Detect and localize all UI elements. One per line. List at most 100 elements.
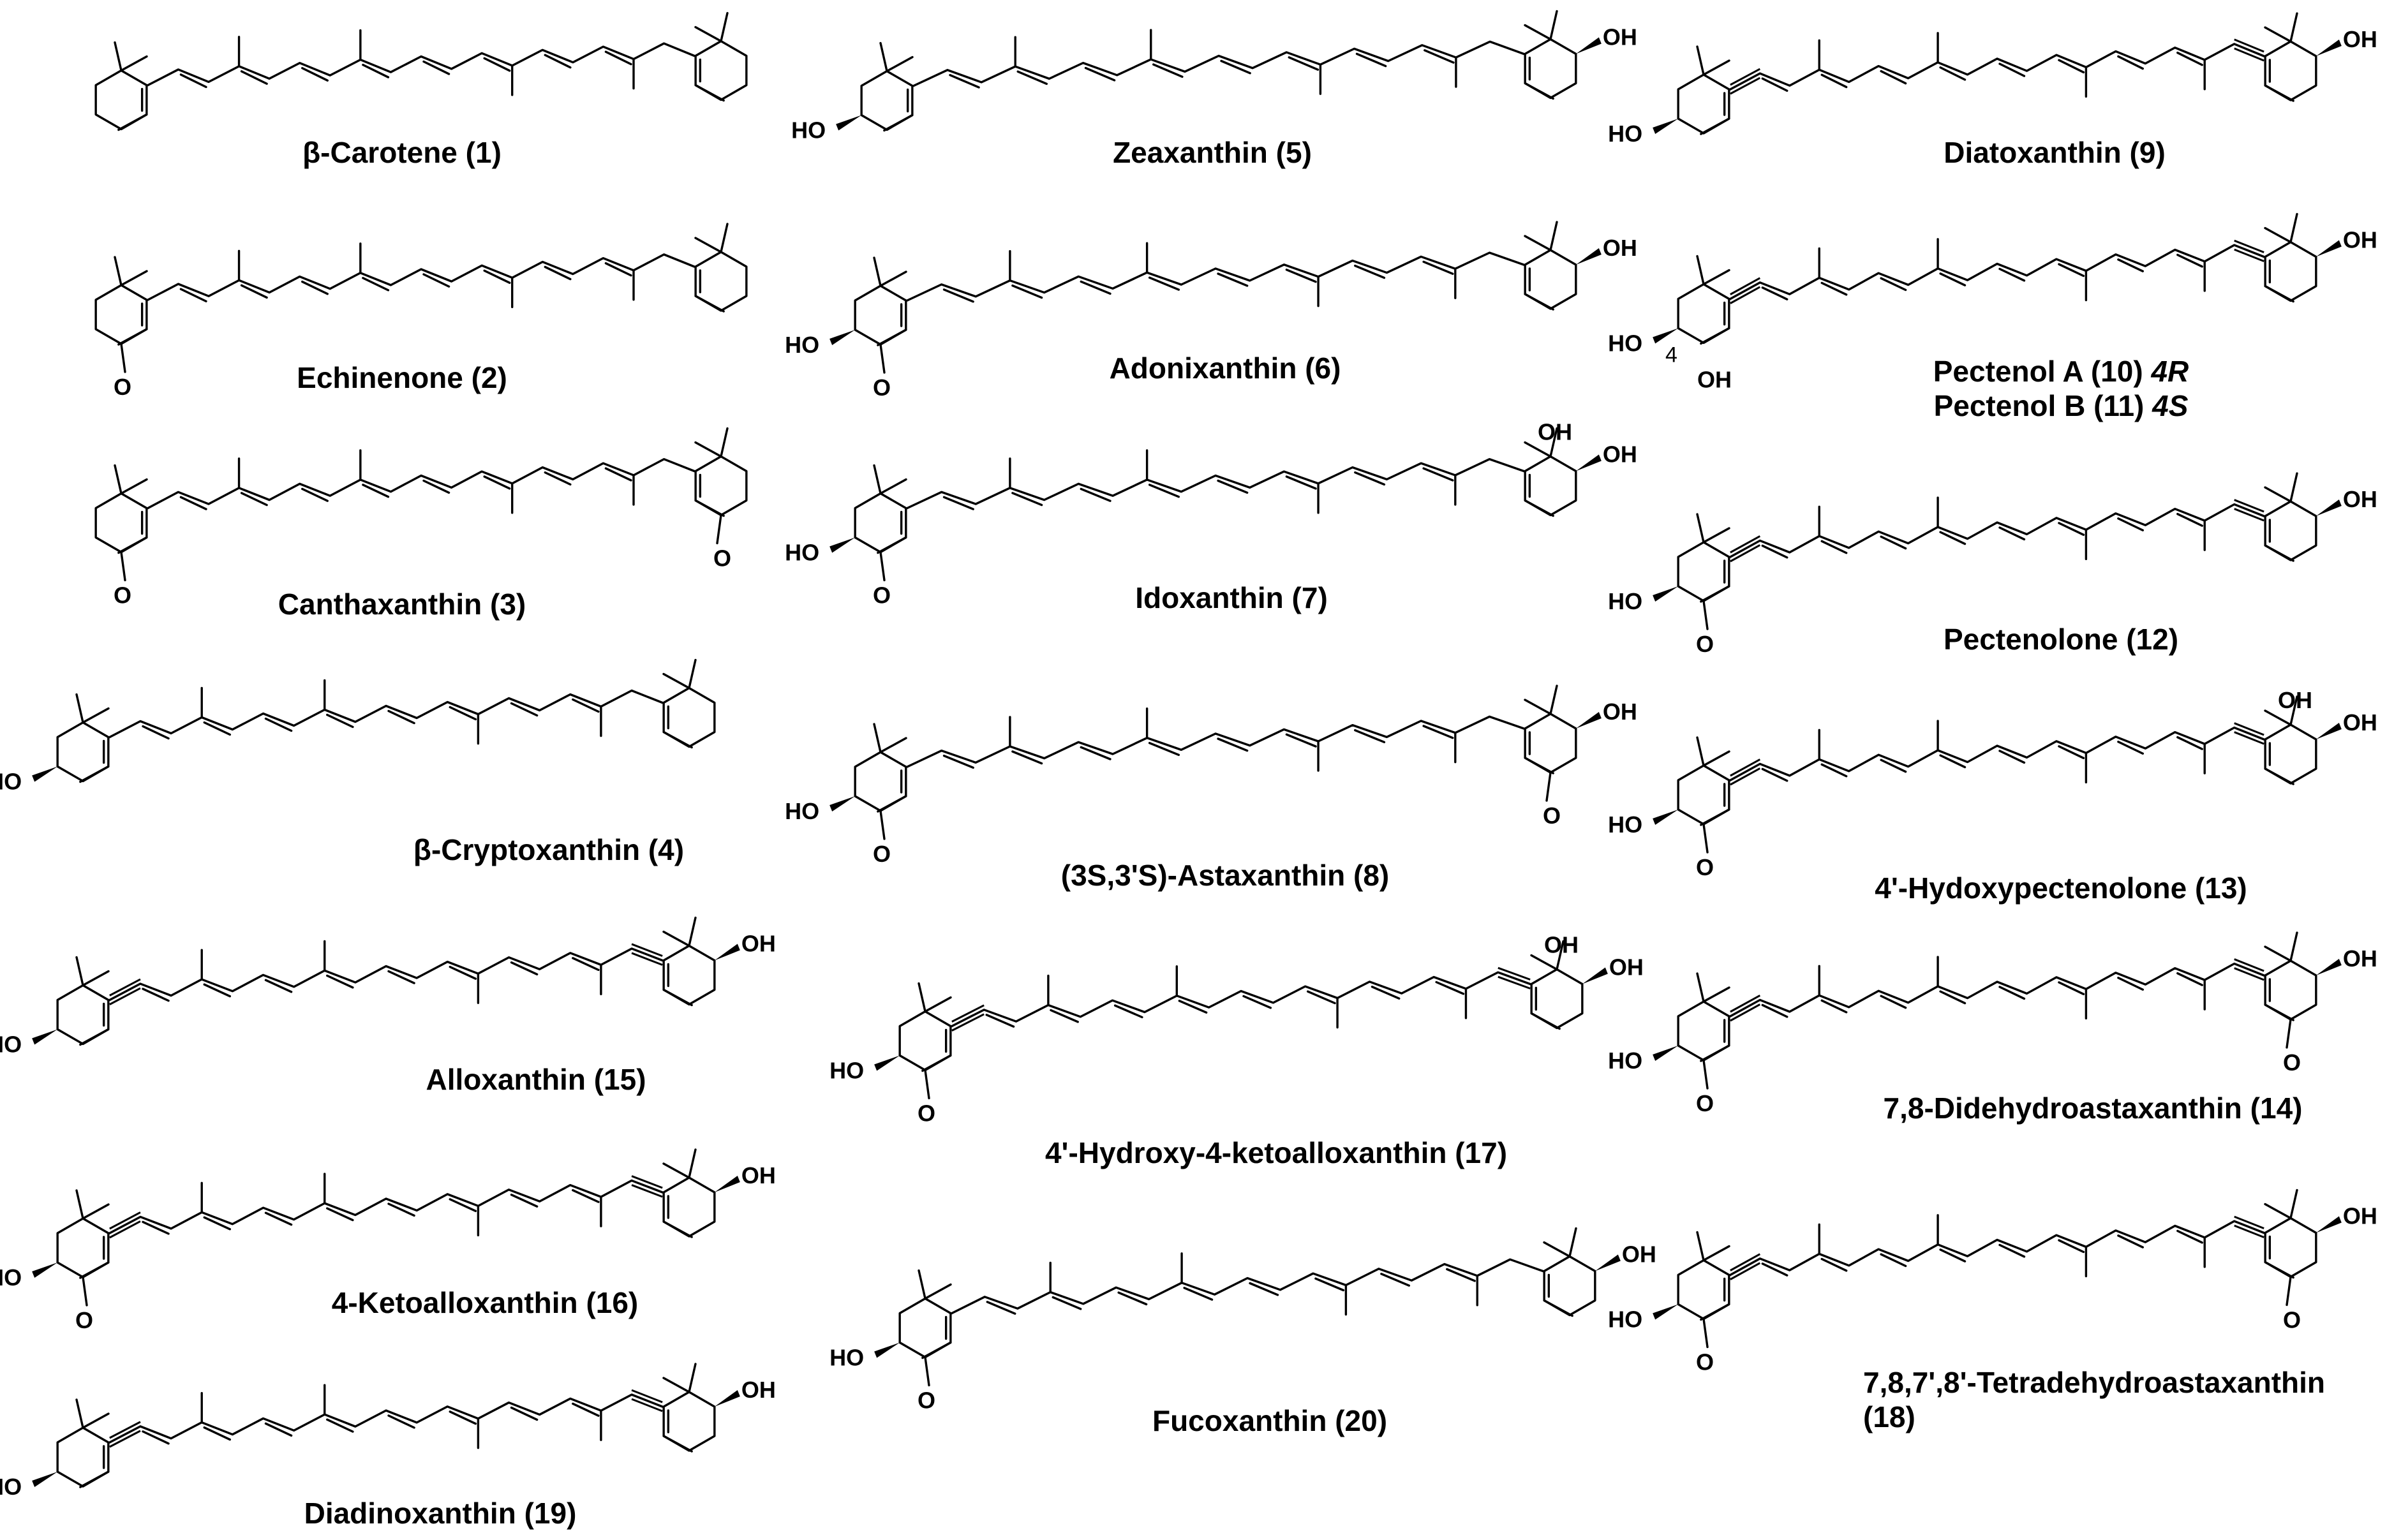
alkyne-bond bbox=[2234, 248, 2264, 262]
chain-double-bond bbox=[1217, 737, 1249, 752]
carbonyl-bond bbox=[82, 1276, 88, 1307]
methyl-bond bbox=[120, 478, 148, 495]
methyl-bond bbox=[1700, 808, 1730, 826]
hydroxyl-label: HO bbox=[0, 1474, 22, 1500]
alkyne-bond bbox=[109, 1430, 141, 1448]
ring-bonds bbox=[2264, 1217, 2317, 1278]
chain-bonds bbox=[108, 1179, 664, 1234]
left-end-ring: HOO bbox=[0, 1189, 110, 1333]
ring-bonds bbox=[1524, 713, 1577, 774]
hydroxyl-label: OH bbox=[2343, 26, 2377, 52]
methyl-bond bbox=[1524, 499, 1554, 517]
stereo-wedge bbox=[1653, 810, 1679, 825]
polyene-chain bbox=[1729, 720, 2265, 786]
chain-double-bond bbox=[572, 957, 600, 972]
polyene-chain bbox=[108, 1384, 664, 1449]
chain-double-bond bbox=[142, 1220, 170, 1235]
chain-double-bond bbox=[1285, 733, 1317, 748]
compound-name-text: Idoxanthin (7) bbox=[1135, 581, 1328, 614]
methyl-bond bbox=[921, 1341, 952, 1359]
hydroxyl-label: HO bbox=[1608, 121, 1642, 147]
stereo-wedge bbox=[1653, 1046, 1679, 1061]
chain-double-bond bbox=[264, 717, 293, 732]
right-end-ring: OHO bbox=[1524, 685, 1637, 829]
hydroxyl-label: OH bbox=[741, 931, 776, 957]
ring-bonds bbox=[1677, 541, 1730, 602]
ring-bonds bbox=[2264, 40, 2317, 101]
chain-bonds bbox=[906, 251, 1525, 302]
ring-bonds bbox=[662, 1391, 716, 1452]
chain-bonds bbox=[108, 947, 664, 1002]
right-end-ring: OH bbox=[1543, 1227, 1656, 1317]
carbonyl-bond bbox=[879, 810, 886, 840]
chain-double-bond bbox=[362, 484, 390, 498]
carbonyl-oxygen-label: O bbox=[918, 1100, 935, 1127]
hydroxyl-label: OH bbox=[2343, 227, 2377, 253]
carbonyl-oxygen-label: O bbox=[873, 841, 891, 867]
alkyne-bond bbox=[951, 1013, 985, 1032]
hydroxyl-label: OH bbox=[1697, 367, 1732, 393]
alkyne-bond bbox=[1730, 277, 1761, 295]
methyl-bond bbox=[1556, 940, 1565, 971]
carbonyl-bond bbox=[1702, 823, 1709, 854]
compound-name: 7,8,7',8'-Tetradehydroastaxanthin(18) bbox=[1863, 1365, 2394, 1434]
chain-double-bond bbox=[1939, 272, 1966, 286]
methyl-bond bbox=[75, 1189, 84, 1220]
chain-double-bond bbox=[326, 1207, 354, 1222]
chain-double-bond bbox=[1761, 544, 1788, 559]
chain-double-bond bbox=[2058, 745, 2085, 760]
hydroxyl-label: HO bbox=[1608, 811, 1642, 838]
alkyne-bond bbox=[1730, 286, 1761, 304]
chain-double-bond bbox=[544, 265, 572, 281]
hydroxyl-label: OH bbox=[1622, 1241, 1656, 1268]
stereo-wedge bbox=[1653, 586, 1679, 602]
methyl-bond bbox=[1700, 117, 1730, 135]
chain-double-bond bbox=[1939, 1248, 1966, 1262]
carbonyl-oxygen-label: O bbox=[1696, 1349, 1714, 1375]
ring-bonds bbox=[94, 69, 148, 131]
carbonyl-bond bbox=[879, 343, 886, 374]
ring-bonds bbox=[2264, 500, 2317, 561]
chain-double-bond bbox=[1355, 52, 1387, 68]
chain-double-bond bbox=[142, 1430, 170, 1445]
methyl-bond bbox=[1702, 59, 1730, 76]
chain-double-bond bbox=[326, 1418, 354, 1433]
hydroxyl-label: HO bbox=[0, 1032, 22, 1058]
methyl-bond bbox=[117, 536, 148, 554]
compound-name-text: 7,8-Didehydroastaxanthin (14) bbox=[1883, 1092, 2303, 1125]
stereo-wedge bbox=[829, 796, 856, 811]
chain-double-bond bbox=[179, 496, 207, 510]
methyl-bond bbox=[1524, 757, 1554, 774]
chain-double-bond bbox=[604, 50, 632, 66]
chain-double-bond bbox=[301, 67, 329, 82]
stereo-wedge bbox=[32, 1262, 58, 1278]
chain-double-bond bbox=[1998, 267, 2026, 282]
hydroxyl-label: HO bbox=[791, 117, 826, 144]
polyene-chain bbox=[147, 242, 695, 309]
chain-double-bond bbox=[1880, 70, 1907, 85]
hydroxyl-label: HO bbox=[1608, 588, 1642, 614]
chain-double-bond bbox=[422, 273, 450, 288]
chain-double-bond bbox=[2058, 263, 2085, 278]
right-end-ring: OH bbox=[662, 1363, 776, 1453]
chain-double-bond bbox=[301, 280, 329, 295]
stereo-wedge bbox=[2316, 40, 2342, 56]
stereo-wedge bbox=[2316, 723, 2342, 739]
carbonyl-oxygen-label: O bbox=[75, 1307, 93, 1333]
chain-double-bond bbox=[572, 698, 600, 713]
methyl-bond bbox=[879, 41, 888, 73]
chain-double-bond bbox=[1422, 260, 1454, 275]
ring-bonds bbox=[1524, 455, 1577, 517]
alkyne-bond bbox=[109, 1220, 141, 1239]
methyl-bond bbox=[694, 26, 722, 43]
stereo-wedge bbox=[1653, 1304, 1679, 1320]
compound-name: 4'-Hydoxypectenolone (13) bbox=[1742, 871, 2380, 905]
ring-bonds bbox=[898, 1297, 952, 1359]
carbonyl-bond bbox=[120, 551, 126, 582]
alkyne-bond bbox=[1730, 995, 1761, 1013]
stereo-wedge bbox=[1653, 119, 1679, 134]
